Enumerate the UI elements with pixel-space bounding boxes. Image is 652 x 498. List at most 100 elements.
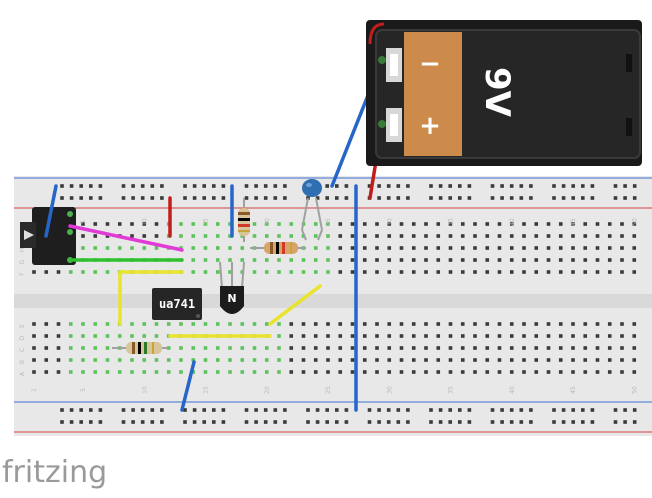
breadboard-hole bbox=[264, 322, 269, 326]
breadboard-hole bbox=[613, 184, 618, 188]
breadboard-hole bbox=[273, 184, 278, 188]
breadboard-hole bbox=[534, 270, 539, 274]
breadboard-hole bbox=[338, 358, 343, 362]
breadboard-hole bbox=[546, 322, 551, 326]
breadboard-hole bbox=[534, 258, 539, 262]
breadboard-hole bbox=[81, 346, 85, 350]
breadboard-hole bbox=[581, 420, 585, 424]
breadboard-hole bbox=[632, 246, 637, 250]
breadboard-hole bbox=[558, 334, 563, 338]
breadboard-hole bbox=[263, 408, 268, 412]
breadboard-hole bbox=[620, 222, 624, 226]
breadboard-hole bbox=[497, 234, 502, 238]
breadboard-hole bbox=[335, 408, 339, 412]
column-number-top: 50 bbox=[631, 218, 638, 226]
breadboard-hole bbox=[105, 370, 110, 374]
row-letter-lower: C bbox=[19, 348, 26, 352]
breadboard-hole bbox=[338, 334, 343, 338]
breadboard-hole bbox=[93, 334, 98, 338]
breadboard-hole bbox=[529, 184, 533, 188]
breadboard-hole bbox=[203, 370, 208, 374]
breadboard-hole bbox=[411, 234, 416, 238]
breadboard-hole bbox=[620, 234, 624, 238]
breadboard-hole bbox=[375, 234, 379, 238]
breadboard-hole bbox=[191, 246, 196, 250]
breadboard-hole bbox=[240, 358, 245, 362]
breadboard-hole bbox=[632, 184, 637, 188]
breadboard-hole bbox=[377, 196, 381, 200]
breadboard-hole bbox=[362, 246, 367, 250]
breadboard-hole bbox=[367, 184, 372, 188]
column-number-bottom: 45 bbox=[570, 386, 577, 394]
breadboard-hole bbox=[448, 258, 453, 262]
breadboard-hole bbox=[386, 420, 391, 424]
breadboard-hole bbox=[460, 234, 465, 238]
breadboard-hole bbox=[60, 420, 64, 424]
breadboard-hole bbox=[490, 420, 495, 424]
breadboard-hole bbox=[105, 246, 110, 250]
breadboard-hole bbox=[252, 346, 257, 350]
breadboard-hole bbox=[396, 184, 401, 188]
breadboard-hole bbox=[140, 196, 145, 200]
breadboard-hole bbox=[460, 370, 465, 374]
breadboard-hole bbox=[411, 334, 416, 338]
breadboard-hole bbox=[240, 234, 245, 238]
breadboard-hole bbox=[607, 234, 612, 238]
breadboard-hole bbox=[561, 420, 566, 424]
breadboard-hole bbox=[534, 222, 539, 226]
breadboard-hole bbox=[244, 196, 249, 200]
breadboard-hole bbox=[142, 246, 147, 250]
breadboard-hole bbox=[362, 334, 367, 338]
breadboard-hole bbox=[467, 184, 472, 188]
breadboard-hole bbox=[32, 270, 36, 274]
breadboard-hole bbox=[254, 420, 258, 424]
breadboard-hole bbox=[215, 270, 220, 274]
breadboard-hole bbox=[509, 420, 514, 424]
breadboard-hole bbox=[191, 358, 196, 362]
breadboard-hole bbox=[529, 408, 533, 412]
column-number-bottom: 10 bbox=[141, 386, 148, 394]
breadboard-hole bbox=[277, 222, 281, 226]
breadboard-hole bbox=[595, 334, 600, 338]
breadboard-hole bbox=[581, 184, 585, 188]
breadboard-hole bbox=[424, 370, 428, 374]
breadboard-hole bbox=[473, 358, 477, 362]
breadboard-hole bbox=[350, 270, 355, 274]
breadboard-hole bbox=[497, 334, 502, 338]
breadboard-hole bbox=[315, 196, 320, 200]
breadboard-hole bbox=[240, 346, 245, 350]
breadboard-hole bbox=[558, 370, 563, 374]
battery-plus-sign: + bbox=[419, 111, 441, 141]
breadboard-hole bbox=[179, 370, 183, 374]
breadboard-hole bbox=[277, 358, 281, 362]
breadboard-hole bbox=[263, 420, 268, 424]
breadboard-hole bbox=[583, 322, 588, 326]
breadboard-hole bbox=[436, 258, 441, 262]
breadboard-hole bbox=[252, 258, 257, 262]
breadboard-hole bbox=[93, 270, 98, 274]
breadboard-hole bbox=[583, 358, 588, 362]
breadboard-hole bbox=[344, 184, 349, 188]
breadboard-hole bbox=[448, 322, 453, 326]
breadboard-hole bbox=[60, 184, 64, 188]
breadboard-hole bbox=[325, 184, 329, 188]
breadboard-hole bbox=[473, 270, 477, 274]
breadboard-hole bbox=[79, 408, 83, 412]
breadboard-hole bbox=[595, 222, 600, 226]
breadboard-hole bbox=[375, 322, 379, 326]
breadboard-hole bbox=[273, 420, 278, 424]
breadboard-hole bbox=[558, 270, 563, 274]
column-number-top: 5 bbox=[80, 220, 87, 224]
breadboard-hole bbox=[264, 370, 269, 374]
breadboard-hole bbox=[131, 184, 135, 188]
breadboard-hole bbox=[313, 258, 318, 262]
breadboard-hole bbox=[623, 184, 627, 188]
breadboard-hole bbox=[509, 184, 514, 188]
breadboard-hole bbox=[335, 420, 339, 424]
breadboard-hole bbox=[546, 370, 551, 374]
resistor-vertical bbox=[238, 198, 250, 242]
breadboard-hole bbox=[583, 246, 588, 250]
breadboard-hole bbox=[326, 246, 330, 250]
breadboard-hole bbox=[60, 408, 64, 412]
breadboard-hole bbox=[121, 408, 126, 412]
